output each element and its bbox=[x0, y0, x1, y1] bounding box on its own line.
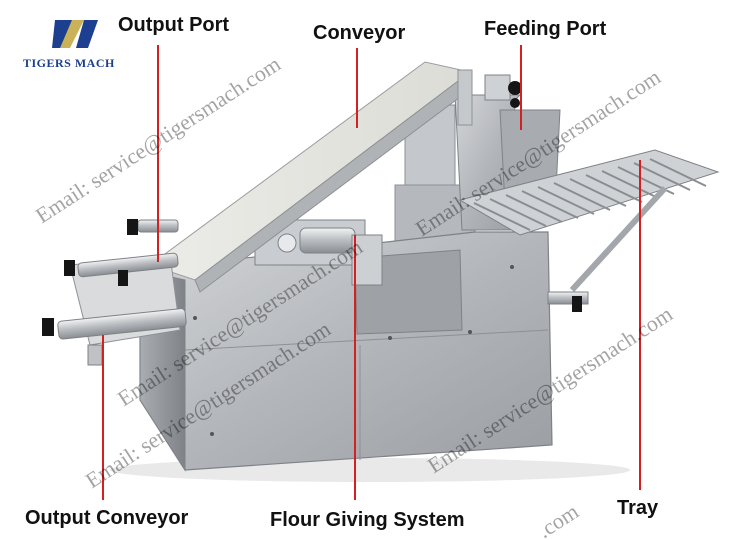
conveyor-support bbox=[457, 69, 473, 126]
output-rod-1 bbox=[57, 308, 187, 340]
pointer-lines bbox=[102, 45, 641, 500]
label-tray: Tray bbox=[617, 497, 659, 519]
side-knob bbox=[572, 296, 582, 312]
brand-name: TIGERS MACH bbox=[23, 56, 115, 70]
hopper-knob bbox=[508, 81, 522, 95]
tray-strut bbox=[569, 185, 668, 293]
label-conveyor: Conveyor bbox=[313, 22, 406, 44]
tigers-mach-logo-icon bbox=[52, 20, 98, 48]
hopper-mount bbox=[484, 74, 511, 101]
label-output-port: Output Port bbox=[118, 14, 230, 36]
output-knob-3 bbox=[118, 270, 128, 286]
output-knob-2 bbox=[64, 260, 75, 276]
tray-frame bbox=[458, 149, 720, 236]
label-feeding-port: Feeding Port bbox=[484, 18, 607, 40]
output-rod-2 bbox=[77, 252, 179, 278]
label-output-conveyor: Output Conveyor bbox=[25, 507, 189, 529]
output-bracket bbox=[87, 344, 103, 366]
output-knob-1 bbox=[42, 318, 54, 336]
label-flour-giving-system: Flour Giving System bbox=[270, 509, 465, 531]
output-knob-4 bbox=[127, 219, 138, 235]
roller-cap bbox=[277, 233, 297, 253]
hopper-knob-2 bbox=[510, 98, 520, 108]
flour-box bbox=[351, 234, 383, 286]
tray-rollers bbox=[473, 158, 707, 231]
